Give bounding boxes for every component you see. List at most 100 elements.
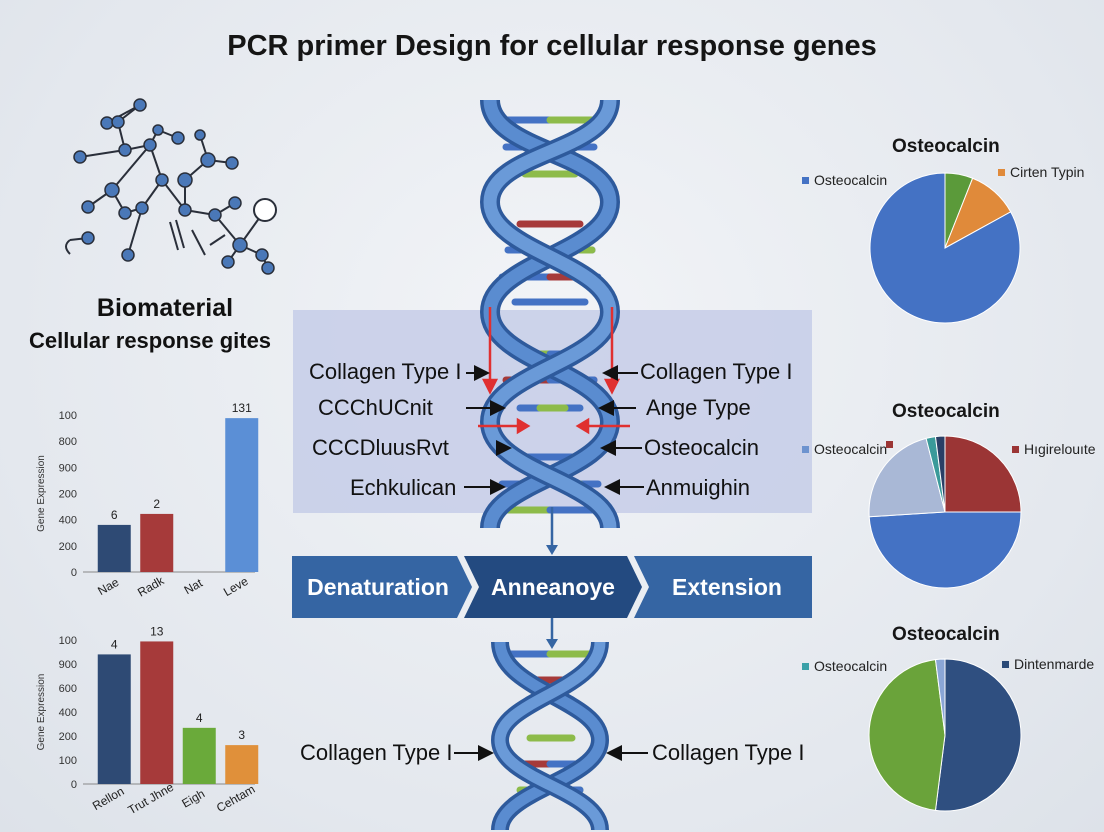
y-tick-label: 900 bbox=[59, 462, 77, 474]
legend-entry: Osteocalcin bbox=[802, 172, 887, 188]
step-extension: Extension bbox=[672, 574, 782, 600]
step-annealing: Anneanoye bbox=[491, 574, 615, 600]
bar bbox=[97, 524, 131, 572]
y-tick-label: 200 bbox=[59, 541, 77, 553]
x-tick-label: Radk bbox=[135, 573, 167, 600]
y-tick-label: 100 bbox=[59, 755, 77, 767]
gene-label-bottom-right: Collagen Type I bbox=[652, 740, 805, 765]
y-tick-label: 100 bbox=[59, 410, 77, 422]
x-tick-label: Rellon bbox=[90, 784, 126, 813]
y-axis-label: Gene Expression bbox=[36, 674, 47, 751]
pie-svg bbox=[868, 435, 1022, 589]
dna-helix-bottom bbox=[490, 640, 610, 832]
y-tick-label: 200 bbox=[59, 489, 77, 501]
bar bbox=[225, 418, 259, 572]
gene-label-right-4: Anmuighin bbox=[646, 475, 750, 500]
x-tick-label: Trut Jhne bbox=[125, 780, 176, 817]
legend-entry: Osteocalcin bbox=[802, 441, 887, 457]
step-denaturation: Denaturation bbox=[307, 574, 449, 600]
x-tick-label: Eigh bbox=[179, 786, 207, 810]
legend-label: Cirten Typin bbox=[1010, 164, 1085, 180]
data-label: 131 bbox=[232, 401, 252, 415]
x-tick-label: Cehtam bbox=[214, 782, 257, 815]
bar bbox=[140, 513, 174, 572]
page-title: PCR primer Design for cellular response … bbox=[227, 30, 877, 62]
y-tick-label: 0 bbox=[71, 779, 77, 791]
pie-slice bbox=[868, 437, 946, 518]
pie-slice bbox=[868, 659, 946, 811]
data-label: 3 bbox=[238, 728, 245, 742]
biomaterial-title: Biomaterial bbox=[96, 294, 234, 322]
legend-entry bbox=[886, 441, 898, 448]
legend-entry: Osteocalcin bbox=[802, 658, 887, 674]
pie-title: Osteocalcin bbox=[892, 136, 1000, 157]
molecule-illustration bbox=[65, 98, 277, 275]
y-tick-label: 200 bbox=[59, 731, 77, 743]
x-tick-label: Leve bbox=[221, 574, 251, 599]
legend-swatch bbox=[802, 445, 809, 453]
gene-label-left-4: Echkulican bbox=[350, 475, 457, 500]
y-tick-label: 400 bbox=[59, 515, 77, 527]
legend-swatch bbox=[802, 662, 809, 670]
gene-label-right-3: Osteocalcin bbox=[644, 435, 759, 460]
legend-label: Dintenmarde bbox=[1014, 656, 1095, 672]
pie-slice bbox=[868, 511, 1022, 589]
legend-swatch bbox=[1012, 445, 1019, 453]
legend-label: Osteocalcin bbox=[814, 441, 888, 457]
y-tick-label: 400 bbox=[59, 707, 77, 719]
pie-slice bbox=[869, 172, 1021, 324]
label-arrows bbox=[464, 365, 644, 495]
legend-entry: Dintenmarde bbox=[1002, 656, 1094, 672]
legend-label: Osteocalcin bbox=[814, 658, 888, 674]
pie-svg bbox=[869, 172, 1021, 324]
x-tick-label: Nat bbox=[182, 575, 206, 597]
bar bbox=[140, 641, 174, 784]
legend-swatch bbox=[802, 176, 809, 184]
flow-arrows bbox=[546, 507, 558, 649]
gene-label-right-2: Ange Type bbox=[646, 395, 751, 420]
x-tick-label: Nae bbox=[95, 575, 121, 598]
legend-swatch bbox=[998, 168, 1005, 176]
y-axis-label: Gene Expression bbox=[36, 455, 47, 532]
data-label: 6 bbox=[111, 508, 118, 522]
gene-label-left-1: Collagen Type I bbox=[309, 359, 462, 384]
gene-label-bottom-left: Collagen Type I bbox=[300, 740, 453, 765]
pcr-steps: Denaturation Anneanoye Extension bbox=[292, 556, 812, 618]
data-label: 4 bbox=[111, 637, 118, 651]
legend-label: Osteocalcin bbox=[814, 172, 888, 188]
legend-label: Hıgirelouıte bbox=[1024, 441, 1096, 457]
data-label: 2 bbox=[153, 497, 160, 511]
data-label: 13 bbox=[150, 624, 164, 638]
gene-label-left-3: CCCDluusRvt bbox=[312, 435, 449, 460]
y-tick-label: 900 bbox=[59, 659, 77, 671]
pie-slice bbox=[934, 435, 946, 513]
bottom-label-arrows bbox=[454, 745, 648, 761]
legend-entry: Cirten Typin bbox=[998, 164, 1084, 180]
y-tick-label: 100 bbox=[59, 635, 77, 647]
pie-title: Osteocalcin bbox=[892, 624, 1000, 645]
data-label: 4 bbox=[196, 711, 203, 725]
pie-slice bbox=[944, 435, 1022, 513]
bar bbox=[182, 727, 216, 784]
legend-swatch bbox=[886, 441, 893, 448]
bar bbox=[225, 745, 259, 784]
bar bbox=[97, 654, 131, 784]
biomaterial-subtitle: Cellular response gites bbox=[28, 328, 272, 353]
pie-title: Osteocalcin bbox=[892, 401, 1000, 422]
dna-helix-top bbox=[478, 98, 630, 530]
y-tick-label: 0 bbox=[71, 567, 77, 579]
bar-chart-2: Gene Expression 0 100 200 400 600 900 100 4Rello… bbox=[36, 624, 259, 817]
pie-slice bbox=[934, 658, 1022, 812]
legend-entry: Hıgirelouıte bbox=[1012, 441, 1096, 457]
pie-slice bbox=[934, 658, 946, 736]
gene-label-right-1: Collagen Type I bbox=[640, 359, 793, 384]
gene-label-left-2: CCChUCnit bbox=[318, 395, 433, 420]
pie-svg bbox=[868, 658, 1022, 812]
y-tick-label: 800 bbox=[59, 436, 77, 448]
y-tick-label: 600 bbox=[59, 683, 77, 695]
legend-swatch bbox=[1002, 660, 1009, 668]
